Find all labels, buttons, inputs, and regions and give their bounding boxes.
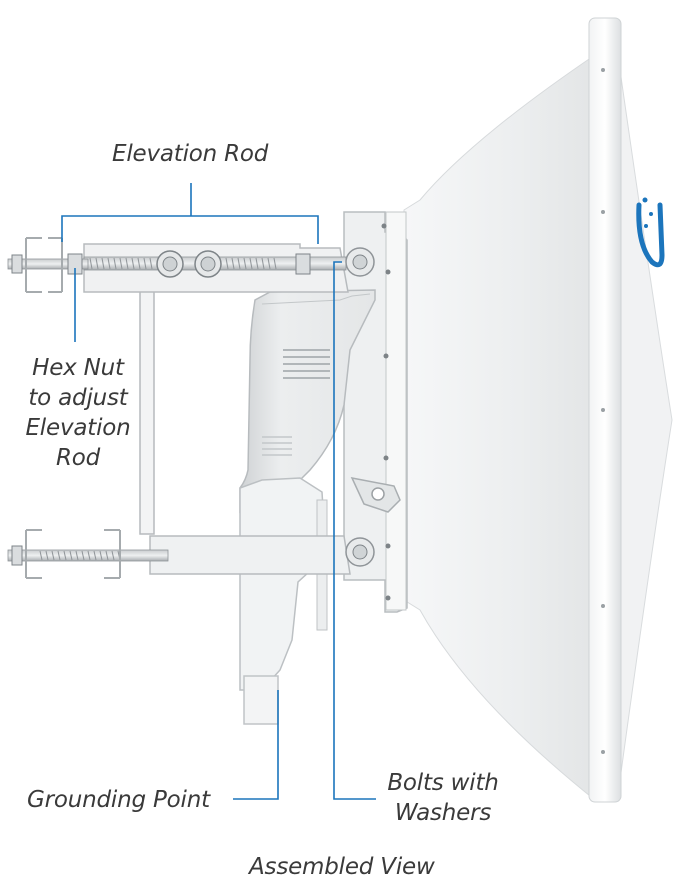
elevation-rod-label: Elevation Rod — [112, 141, 269, 167]
hex-nut-line-2: to adjust — [28, 385, 128, 411]
callout-grounding-point — [233, 690, 279, 800]
callout-elevation-rod — [61, 183, 319, 244]
hex-nut-line-3: Elevation — [25, 415, 131, 441]
callout-bolts — [333, 261, 376, 800]
lower-bracket-assembly — [7, 529, 375, 579]
dish-reflector — [403, 17, 673, 803]
callout-lines — [61, 183, 376, 800]
hex-nut-line-1: Hex Nut — [32, 355, 124, 381]
bolts-line-1: Bolts with — [387, 770, 499, 796]
bolt-washer-top — [345, 247, 375, 277]
hex-nut-label: Hex Nut to adjust Elevation Rod — [14, 353, 142, 473]
ubiquiti-logo-icon — [636, 197, 665, 268]
bolts-with-washers-label: Bolts with Washers — [378, 768, 508, 828]
grounding-point-label: Grounding Point — [27, 787, 210, 813]
caption-assembled-view: Assembled View — [249, 854, 435, 880]
elevation-rod-assembly — [7, 237, 349, 535]
hex-nut-line-4: Rod — [55, 445, 101, 471]
bolts-line-2: Washers — [394, 800, 492, 826]
